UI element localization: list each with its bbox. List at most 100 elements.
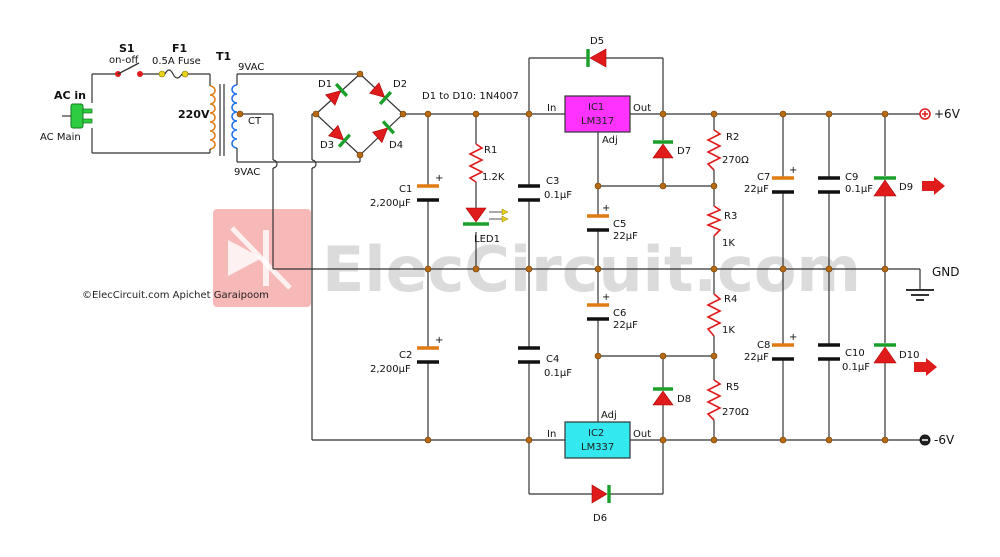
r5-value: 270Ω <box>722 407 749 418</box>
resistor-r2 <box>706 129 722 171</box>
r1-label: R1 <box>484 145 497 156</box>
r3-value: 1K <box>722 238 735 249</box>
ic1-label: IC1 <box>588 102 604 113</box>
diode-d2 <box>369 82 393 106</box>
diode-d7 <box>652 140 674 159</box>
diode-d8 <box>652 387 674 406</box>
c6-plus: + <box>602 292 610 303</box>
ac-main-label: AC Main <box>40 132 81 143</box>
wires <box>91 57 921 495</box>
c8-plus: + <box>789 332 797 343</box>
switch-s1 <box>115 62 143 77</box>
ic2-pin-in: In <box>547 429 556 440</box>
t1-label: T1 <box>216 50 231 63</box>
d10-label: D10 <box>899 350 919 361</box>
plus6-label: +6V <box>934 107 961 121</box>
c3-label: C3 <box>546 176 559 187</box>
c5-label: C5 <box>613 219 626 230</box>
d7-label: D7 <box>677 146 691 157</box>
c7-value: 22μF <box>744 184 769 195</box>
d6-label: D6 <box>593 513 607 524</box>
minus6-label: -6V <box>934 433 955 447</box>
ic2-pin-out: Out <box>633 429 651 440</box>
ic2-lm337: IC2 LM337 <box>564 421 631 459</box>
c3-value: 0.1μF <box>544 190 572 201</box>
plus6-terminal <box>919 108 931 120</box>
c10-label: C10 <box>845 348 865 359</box>
c8-label: C8 <box>757 340 770 351</box>
c2-value: 2,200μF <box>370 364 411 375</box>
diode-note: D1 to D10: 1N4007 <box>422 91 519 102</box>
d10-arrow-icon <box>914 358 937 376</box>
transformer-t1 <box>209 84 238 156</box>
d4-label: D4 <box>389 140 403 151</box>
c1-value: 2,200μF <box>370 198 411 209</box>
diode-d10 <box>873 343 897 364</box>
capacitor-c2 <box>417 346 439 364</box>
c5-value: 22μF <box>613 231 638 242</box>
ac-in-label: AC in <box>54 89 86 102</box>
capacitor-c9 <box>818 176 840 194</box>
capacitor-c6 <box>587 303 609 321</box>
c9-label: C9 <box>845 172 858 183</box>
gnd-label: GND <box>932 265 960 279</box>
c7-plus: + <box>789 165 797 176</box>
resistor-r3 <box>705 205 723 237</box>
c10-value: 0.1μF <box>842 362 870 373</box>
r1-value: 1.2K <box>482 172 505 183</box>
c2-label: C2 <box>399 350 412 361</box>
capacitor-c5 <box>587 214 609 232</box>
c1-label: C1 <box>399 184 412 195</box>
c5-plus: + <box>602 203 610 214</box>
capacitor-c3 <box>518 184 540 202</box>
c1-plus: + <box>435 173 443 184</box>
ac-plug <box>62 103 93 129</box>
d5-label: D5 <box>590 36 604 47</box>
resistor-r5 <box>706 379 722 421</box>
watermark: ElecCircuit.com <box>213 209 861 307</box>
junction-nodes <box>139 70 889 444</box>
resistor-r1 <box>468 143 484 183</box>
diode-d3 <box>328 124 352 148</box>
led1 <box>463 207 509 226</box>
r2-value: 270Ω <box>722 155 749 166</box>
s1-sub-label: on-off <box>109 55 139 66</box>
ct-label: CT <box>248 116 262 127</box>
c7-label: C7 <box>757 172 770 183</box>
r2-label: R2 <box>726 132 739 143</box>
c4-label: C4 <box>546 354 559 365</box>
led1-label: LED1 <box>474 234 500 245</box>
ic1-pin-adj: Adj <box>602 135 618 146</box>
d9-label: D9 <box>899 182 913 193</box>
v220-label: 220V <box>178 108 210 121</box>
d1-label: D1 <box>318 79 332 90</box>
ic1-part: LM317 <box>581 116 614 127</box>
vac-bottom-label: 9VAC <box>234 167 260 178</box>
r5-label: R5 <box>726 382 739 393</box>
c9-value: 0.1μF <box>845 184 873 195</box>
ic2-pin-adj: Adj <box>601 410 617 421</box>
c2-plus: + <box>435 335 443 346</box>
r4-value: 1K <box>722 325 735 336</box>
d3-label: D3 <box>320 140 334 151</box>
vac-top-label: 9VAC <box>238 62 264 73</box>
ground-symbol <box>906 289 934 301</box>
capacitor-c7 <box>772 176 794 194</box>
c6-value: 22μF <box>613 320 638 331</box>
capacitor-c4 <box>518 346 540 364</box>
resistor-r4 <box>706 293 722 337</box>
diode-d4 <box>372 120 396 144</box>
c8-value: 22μF <box>744 352 769 363</box>
r4-label: R4 <box>724 294 737 305</box>
ic1-lm317: IC1 LM317 <box>564 95 631 133</box>
diode-d6 <box>591 484 611 504</box>
d9-arrow-icon <box>922 177 945 195</box>
diode-d9 <box>873 176 897 197</box>
d8-label: D8 <box>677 394 691 405</box>
s1-label: S1 <box>119 42 135 55</box>
diode-d5 <box>586 48 607 68</box>
ic2-part: LM337 <box>581 442 614 453</box>
ic1-pin-in: In <box>547 103 556 114</box>
